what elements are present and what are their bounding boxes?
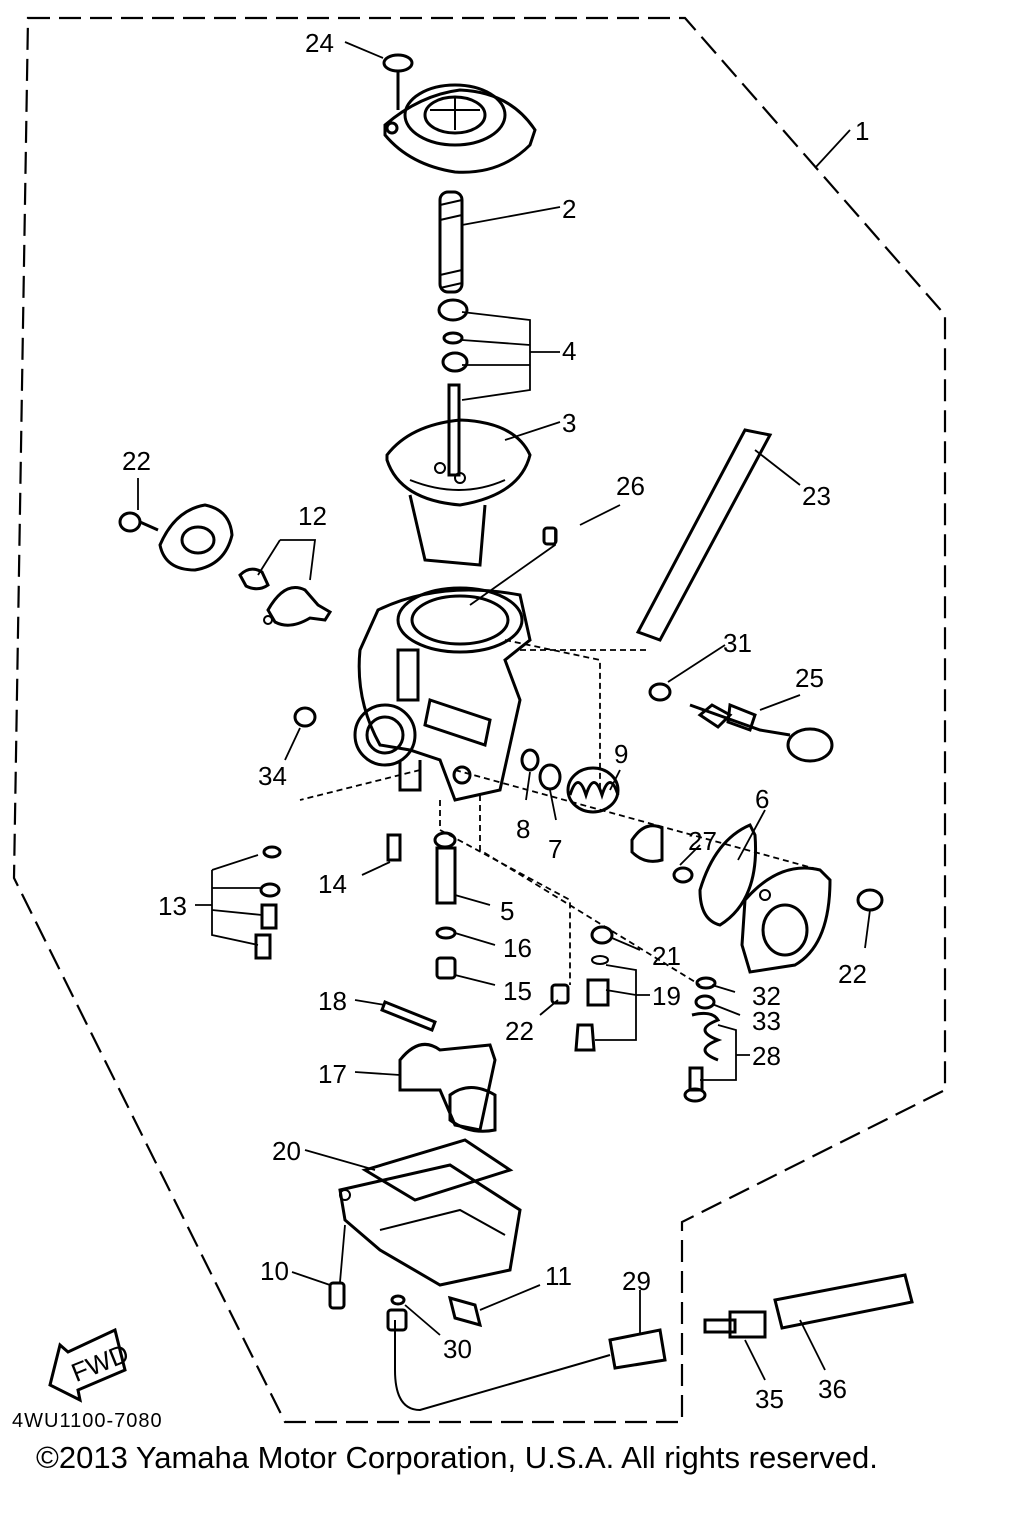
callout-12: 12 xyxy=(298,501,327,531)
vent-tube xyxy=(635,428,773,642)
accelerator-pump-cover xyxy=(118,503,333,627)
callout-22-right: 22 xyxy=(838,959,867,989)
callout-31: 30 xyxy=(443,1334,472,1364)
callout-28: 27 xyxy=(688,826,717,856)
callout-20: 20 xyxy=(272,1136,301,1166)
washer xyxy=(520,748,540,772)
screw-right xyxy=(856,888,884,912)
callout-8: 8 xyxy=(516,814,530,844)
fwd-arrow: FWD xyxy=(48,1327,133,1403)
spring xyxy=(438,190,464,294)
pilot-screw-set xyxy=(254,845,282,960)
bracket xyxy=(630,824,694,884)
needle-jet xyxy=(433,831,457,905)
washer-16 xyxy=(435,926,457,940)
callout-36: 35 xyxy=(755,1384,784,1414)
callout-24: 23 xyxy=(802,481,831,511)
needle-valve xyxy=(574,955,610,1052)
float-pin xyxy=(380,1000,437,1032)
plug xyxy=(386,833,402,862)
needle-set xyxy=(437,298,469,477)
nut xyxy=(293,706,317,728)
callout-3: 3 xyxy=(562,408,576,438)
callout-25: 24 xyxy=(305,28,334,58)
screw-10 xyxy=(328,1281,346,1310)
float-chamber-gasket xyxy=(361,1138,514,1202)
callout-29: 28 xyxy=(752,1041,781,1071)
callout-16: 16 xyxy=(503,933,532,963)
carburetor-body xyxy=(353,586,532,802)
callout-26: 25 xyxy=(795,663,824,693)
callout-27: 26 xyxy=(616,471,645,501)
copyright-notice: ©2013 Yamaha Motor Corporation, U.S.A. A… xyxy=(36,1440,878,1475)
hose-fitting xyxy=(386,1308,408,1332)
callout-9: 9 xyxy=(614,739,628,769)
callout-33: 32 xyxy=(752,981,781,1011)
callout-18: 18 xyxy=(318,986,347,1016)
pilot-jet xyxy=(542,526,558,546)
throttle-spring xyxy=(566,766,620,814)
callout-labels: 24 1 2 4 3 22 26 23 12 31 25 34 9 6 8 7 … xyxy=(122,28,869,1414)
o-ring xyxy=(648,682,672,702)
callout-15: 15 xyxy=(503,976,532,1006)
top-cover xyxy=(382,53,537,174)
callout-37: 36 xyxy=(818,1374,847,1404)
idle-screw-set xyxy=(683,1011,723,1103)
drain-screw xyxy=(447,1295,483,1328)
callout-5: 5 xyxy=(500,896,514,926)
throttle-stop-screw xyxy=(689,702,834,763)
callout-13: 13 xyxy=(158,891,187,921)
callout-4: 4 xyxy=(562,336,576,366)
callout-1: 1 xyxy=(855,116,869,146)
callout-7: 7 xyxy=(548,834,562,864)
throttle-cover xyxy=(740,866,832,974)
main-jet xyxy=(435,956,457,980)
callout-11: 11 xyxy=(545,1261,572,1291)
drain-hose xyxy=(394,1320,611,1412)
callout-17: 17 xyxy=(318,1059,347,1089)
o-ring-31 xyxy=(390,1294,406,1306)
starter-jet xyxy=(550,983,570,1005)
callout-6: 6 xyxy=(755,784,769,814)
washer-34 xyxy=(694,994,716,1010)
seal xyxy=(538,763,562,791)
hose-end xyxy=(608,1328,667,1370)
callout-34: 33 xyxy=(752,1006,781,1036)
callout-10: 10 xyxy=(260,1256,289,1286)
callout-21: 21 xyxy=(652,941,681,971)
gasket xyxy=(698,823,758,927)
leader-lines xyxy=(137,41,871,1381)
diaphragm-piston xyxy=(385,418,532,567)
callout-22-left: 22 xyxy=(122,446,151,476)
callout-30: 29 xyxy=(622,1266,651,1296)
callout-23: 22 xyxy=(505,1016,534,1046)
float-chamber xyxy=(338,1163,522,1287)
callout-35: 34 xyxy=(258,761,287,791)
diagram-code: 4WU1100-7080 xyxy=(12,1410,163,1432)
hose-joint xyxy=(703,1310,767,1339)
float xyxy=(398,1042,497,1133)
assembly-boundary xyxy=(12,16,947,1424)
callout-2: 2 xyxy=(562,194,576,224)
cap xyxy=(590,925,614,945)
o-ring-33 xyxy=(695,976,717,990)
callout-14: 14 xyxy=(318,869,347,899)
callout-32: 31 xyxy=(723,628,752,658)
breather-hose xyxy=(773,1273,914,1330)
callout-19: 19 xyxy=(652,981,681,1011)
